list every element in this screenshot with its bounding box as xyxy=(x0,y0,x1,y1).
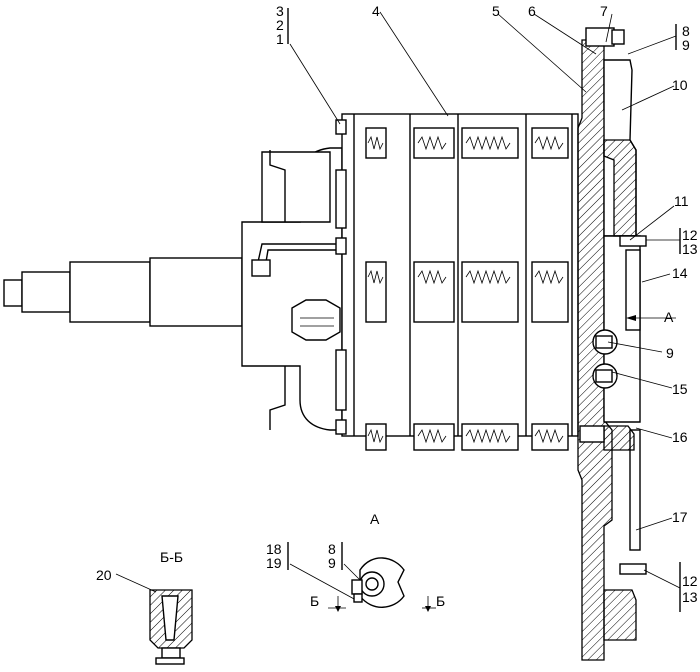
spring-packs xyxy=(365,127,569,451)
callout-18: 18 xyxy=(266,541,282,557)
callout-15: 15 xyxy=(672,381,688,397)
callout-12: 12 xyxy=(682,227,698,243)
view-a: А 18 19 8 9 Б Б xyxy=(266,511,445,612)
housing xyxy=(241,147,343,431)
callout-11: 11 xyxy=(674,193,689,209)
section-b-left: Б xyxy=(310,593,319,609)
callout-8: 8 xyxy=(682,23,690,39)
callout-17: 17 xyxy=(672,509,688,525)
callout-4: 4 xyxy=(372,3,380,19)
callout-13-lower: 13 xyxy=(682,589,698,605)
section-b-b: Б-Б 20 xyxy=(96,549,193,665)
callout-10: 10 xyxy=(672,77,688,93)
callout-13: 13 xyxy=(682,241,698,257)
view-a-title: А xyxy=(370,511,380,527)
callout-7: 7 xyxy=(600,3,608,19)
callout-8-view: 8 xyxy=(328,541,336,557)
callout-3: 3 xyxy=(276,3,284,19)
callout-2: 2 xyxy=(276,17,284,33)
callout-6: 6 xyxy=(528,3,536,19)
callout-9-view: 9 xyxy=(328,555,336,571)
flange xyxy=(577,27,647,661)
callout-5: 5 xyxy=(492,3,500,19)
callout-1: 1 xyxy=(276,31,284,47)
shaft xyxy=(3,257,243,327)
callout-9-plug: 9 xyxy=(666,345,674,361)
callout-16: 16 xyxy=(672,429,688,445)
callout-14: 14 xyxy=(672,265,688,281)
callout-19: 19 xyxy=(266,555,282,571)
callout-9: 9 xyxy=(682,37,690,53)
view-a-arrow-label: А xyxy=(664,309,674,325)
callout-20: 20 xyxy=(96,567,112,583)
section-b-right: Б xyxy=(436,593,445,609)
callout-12-lower: 12 xyxy=(682,573,698,589)
leader-lines xyxy=(287,8,681,612)
section-bb-title: Б-Б xyxy=(160,549,183,565)
